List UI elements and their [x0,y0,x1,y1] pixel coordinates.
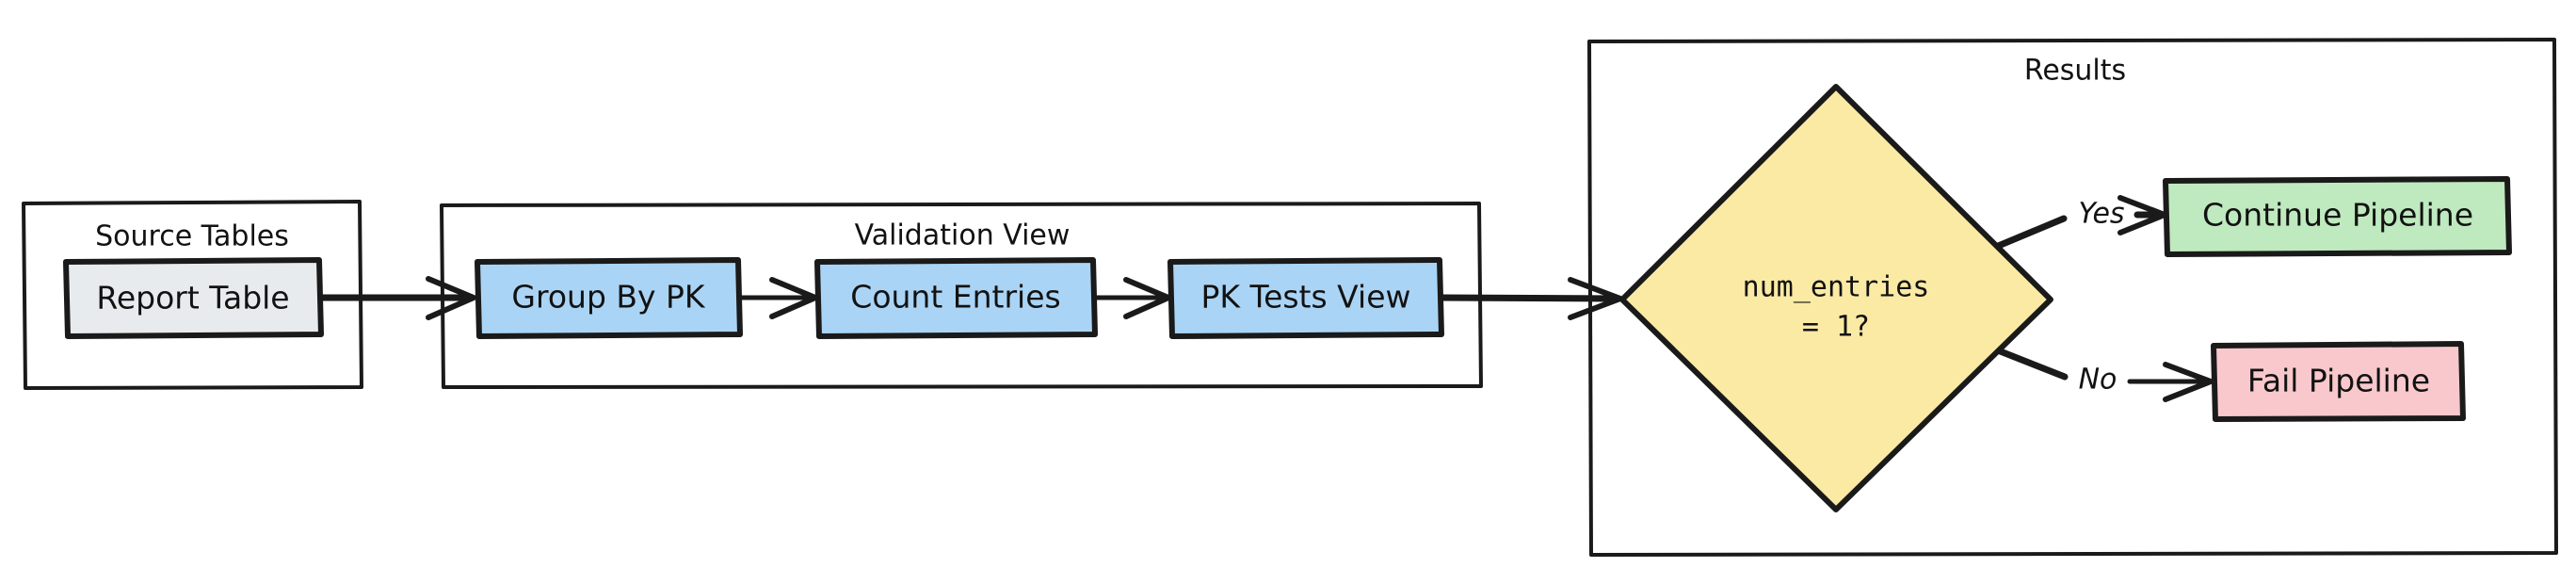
edge-label-yes: Yes [2078,198,2124,231]
edge-pk-tests-view-to-decision [1437,277,1623,320]
edge-report-table-to-group-by-pk [314,276,476,320]
results-container-border [1587,38,2558,557]
node-continue-pipeline[interactable]: Continue Pipeline [2163,176,2512,257]
node-decision[interactable]: num_entries = 1? [1619,84,2053,512]
node-group-by-pk[interactable]: Group By PK [475,257,743,339]
group-results: Results [1587,38,2558,557]
count-entries-label: Count Entries [850,279,1060,316]
report-table-shape [63,257,324,339]
edge-decision-to-fail-pipeline: No [1994,347,2214,402]
decision-label-line1: num_entries [1743,271,1930,304]
group-validation-view: Validation View [440,202,1483,389]
count-entries-shape [814,257,1098,339]
node-report-table[interactable]: Report Table [63,257,324,339]
group-source-tables: Source Tables [22,200,363,390]
edge-decision-to-continue-pipeline: Yes [1992,195,2167,251]
report-table-label: Report Table [96,280,289,316]
edge-label-no: No [2079,364,2117,397]
fail-pipeline-label: Fail Pipeline [2247,363,2430,399]
continue-pipeline-label: Continue Pipeline [2202,197,2473,234]
node-count-entries[interactable]: Count Entries [814,257,1098,339]
decision-label-line2: = 1? [1802,311,1870,344]
fail-pipeline-shape [2211,341,2466,422]
continue-pipeline-shape [2163,176,2512,257]
pk-tests-view-shape [1167,257,1444,339]
decision-shape [1619,84,2053,512]
validation-view-title: Validation View [855,219,1071,252]
edge-count-entries-to-pk-tests-view [1092,277,1171,319]
node-pk-tests-view[interactable]: PK Tests View [1167,257,1444,339]
source-tables-container-border [22,200,363,390]
validation-view-container-border [440,202,1483,389]
edge-group-by-pk-to-count-entries [737,277,818,319]
group-by-pk-shape [475,257,743,339]
group-by-pk-label: Group By PK [511,279,706,316]
source-tables-title: Source Tables [95,220,289,253]
results-title: Results [2024,55,2126,88]
pk-tests-view-label: PK Tests View [1200,279,1410,316]
node-fail-pipeline[interactable]: Fail Pipeline [2211,341,2466,422]
